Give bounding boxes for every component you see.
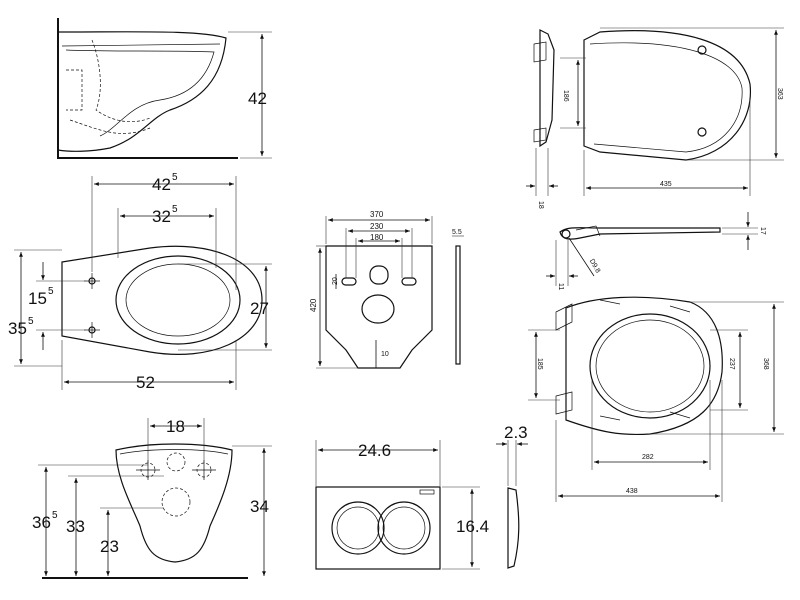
dimension-label: 180 — [370, 233, 384, 242]
dimension-label: 10 — [381, 351, 389, 358]
dimension-label: D9.8 — [588, 258, 602, 274]
flush-button-small — [377, 501, 431, 555]
dimension-label: 282 — [642, 454, 654, 461]
dimension-label: 15 — [28, 289, 47, 308]
dimension-label: 52 — [136, 373, 155, 392]
hinge-pin — [561, 229, 571, 239]
dimension-label: 370 — [370, 210, 384, 219]
dimension-label: 185 — [536, 358, 543, 370]
dimension-label: 363 — [776, 88, 783, 100]
dimension-label: 20 — [332, 277, 339, 285]
seat-hinge-top — [697, 45, 707, 55]
dimension-label: 35 — [8, 319, 27, 338]
seat-hinge-bottom — [697, 127, 707, 137]
wall-line — [57, 18, 238, 159]
dimension-label: 42 — [152, 175, 171, 194]
dimension-label: 5 — [52, 510, 58, 521]
dimension-label: 11 — [557, 283, 564, 290]
toilet-side-view: 42 — [57, 18, 272, 159]
dimension-label: 18 — [537, 201, 544, 209]
dimension-label: 23 — [100, 537, 119, 556]
dimension-label: 2.3 — [504, 423, 528, 442]
mat-slot-right — [401, 277, 417, 286]
toilet-front-view: 18 36 5 33 23 34 — [32, 417, 272, 579]
dimension-label: 33 — [66, 517, 85, 536]
dimension-label: 5.5 — [452, 229, 462, 236]
flush-plate: 24.6 16.4 2.3 — [315, 423, 528, 570]
seat-side-profile — [539, 29, 555, 148]
dimension-label: 237 — [728, 358, 735, 370]
dimension-label: 34 — [250, 497, 269, 516]
dimension-label: 186 — [562, 90, 569, 102]
dimension-label: 5 — [28, 316, 34, 327]
dimension-label: 17 — [759, 227, 766, 235]
dimension-label: 16.4 — [456, 517, 489, 536]
mat-drain-hole — [361, 294, 395, 324]
dimension-label: 5 — [172, 172, 178, 183]
toilet-top-view: 42 5 32 5 15 5 35 5 27 52 — [8, 172, 272, 392]
flush-plate-body — [315, 486, 441, 570]
flush-button-large — [331, 501, 385, 555]
dimension-label: 5 — [172, 204, 178, 215]
dimension-label: 438 — [626, 488, 638, 495]
dimension-label: 36 — [32, 513, 51, 532]
mat-side-profile — [455, 245, 461, 365]
side-height-label: 42 — [248, 89, 267, 108]
dimension-label: 27 — [250, 299, 269, 318]
seat-top-view: 18 186 435 363 — [526, 27, 784, 209]
dimension-label: 18 — [166, 417, 185, 436]
dimension-label: 420 — [309, 298, 318, 312]
dimension-label: 32 — [152, 207, 171, 226]
seat-bottom-view: 185 237 368 282 438 — [528, 296, 784, 502]
dimension-label: 5 — [48, 286, 54, 297]
insulation-mat: 370 230 180 420 20 10 5.5 — [309, 210, 464, 369]
mat-slot-left — [341, 277, 357, 286]
dimension-label: 435 — [660, 181, 672, 188]
dimension-label: 24.6 — [358, 441, 391, 460]
flush-plate-side — [507, 487, 520, 569]
dimension-label: 368 — [762, 358, 769, 370]
mat-top-hole — [369, 265, 389, 285]
seat-hinge-detail: 17 11 D9.8 — [546, 212, 766, 290]
dimension-label: 230 — [370, 222, 384, 231]
